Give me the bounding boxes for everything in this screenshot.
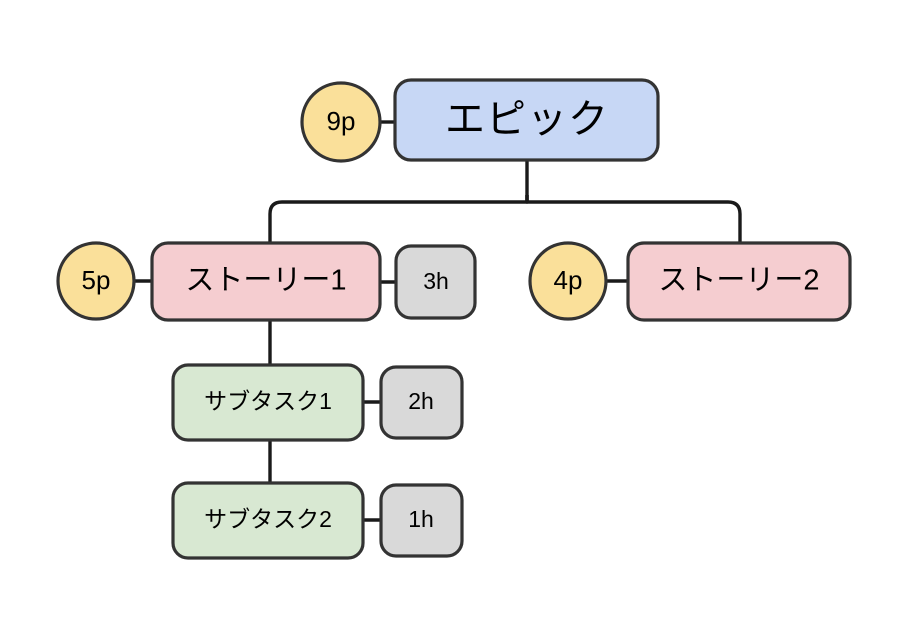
node-subtask2[interactable]: サブタスク2 [171, 481, 365, 560]
subtask1-estimate-box[interactable] [379, 365, 464, 440]
epic-points-circle[interactable] [300, 81, 382, 163]
subtask2-estimate-box[interactable] [379, 483, 464, 558]
subtask2-estimate-label: 1h [408, 506, 434, 532]
edge-group [268, 160, 742, 483]
story1-box[interactable] [150, 241, 382, 322]
story1-points-label: 5p [82, 265, 111, 295]
epic-box[interactable] [393, 78, 660, 162]
story1-label: ストーリー1 [185, 265, 346, 297]
subtask1-estimate-badge[interactable]: 2h [379, 365, 464, 440]
story2-points-badge[interactable]: 4p [528, 241, 608, 321]
node-subtask1[interactable]: サブタスク1 [171, 363, 365, 442]
story2-box[interactable] [626, 241, 852, 322]
story2-points-circle[interactable] [528, 241, 608, 321]
edge-epic-to-story1 [268, 195, 529, 243]
subtask1-label: サブタスク1 [204, 388, 332, 414]
subtask1-estimate-label: 2h [408, 388, 434, 414]
connector-stub-group [134, 120, 629, 522]
subtask2-box[interactable] [171, 481, 365, 560]
story1-estimate-label: 3h [423, 268, 449, 294]
epic-points-badge[interactable]: 9p [300, 81, 382, 163]
node-story1[interactable]: ストーリー1 [150, 241, 382, 322]
subtask2-estimate-badge[interactable]: 1h [379, 483, 464, 558]
edge-epic-to-story2 [525, 195, 742, 243]
story1-estimate-badge[interactable]: 3h [394, 244, 477, 320]
epic-points-label: 9p [327, 106, 356, 136]
node-epic[interactable]: エピック [393, 78, 660, 162]
subtask1-box[interactable] [171, 363, 365, 442]
subtask2-label: サブタスク2 [204, 506, 332, 532]
story1-points-badge[interactable]: 5p [56, 241, 136, 321]
story2-label: ストーリー2 [658, 265, 819, 297]
story1-points-circle[interactable] [56, 241, 136, 321]
node-story2[interactable]: ストーリー2 [626, 241, 852, 322]
story2-points-label: 4p [554, 265, 583, 295]
story1-estimate-box[interactable] [394, 244, 477, 320]
epic-label: エピック [445, 98, 609, 142]
